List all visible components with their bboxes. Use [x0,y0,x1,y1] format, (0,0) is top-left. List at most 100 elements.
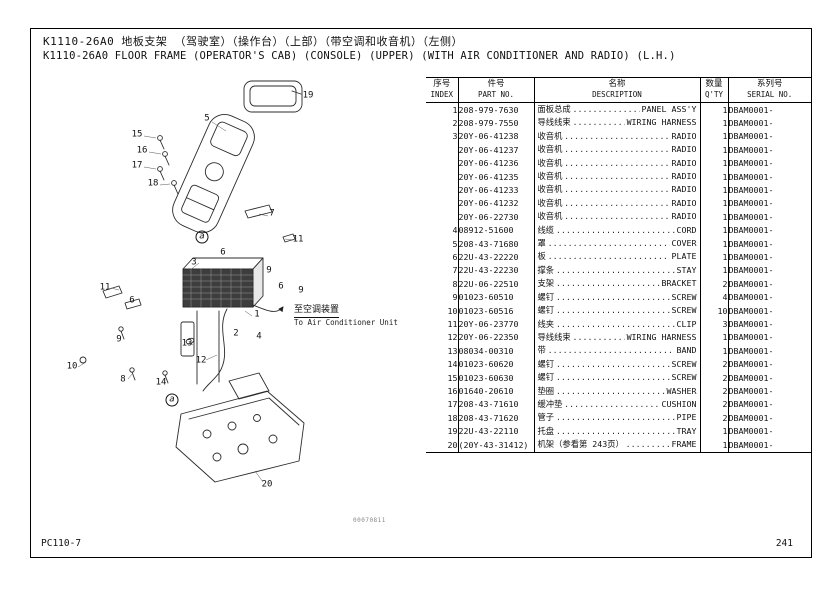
description-cn: 垫圈 [537,385,555,396]
cell-index [426,210,458,223]
cell-description: 面板总成 PANEL ASS'Y [533,102,700,117]
description-en: SCREW [671,358,697,369]
header-serial-en: SERIAL NO. [747,90,793,99]
description-en: RADIO [671,144,697,155]
dot-leader [556,277,659,290]
callout-15: 15 [131,129,143,140]
cell-index [426,157,458,170]
dot-leader [556,358,669,371]
callout-5: 5 [204,113,210,124]
cell-part-no: (20Y-43-31412) [457,438,534,453]
description-en: RADIO [671,130,697,141]
description-en: WIRING HARNESS [626,117,697,128]
header-qty-en: Q'TY [704,90,724,99]
cell-serial: DBAM0001- [727,143,811,157]
description-en: COVER [671,238,697,249]
cell-index [426,170,458,183]
description-en: RADIO [671,157,697,168]
cell-qty: 1 [699,143,728,157]
dot-leader [573,103,640,116]
description-en: SCREW [671,372,697,383]
cell-index: 6 [452,251,458,262]
callout-2: 2 [233,328,239,339]
dot-leader [564,143,669,156]
dot-leader [556,264,674,277]
description-en: SCREW [671,305,697,316]
table-row: 14 01023-60620 螺钉 SCREW 2 DBAM0001- [426,357,811,372]
cell-index: 8 [452,278,458,289]
cell-description: 支架 BRACKET [533,277,700,291]
table-row: 15 01023-60630 螺钉 SCREW 2 DBAM0001- [426,371,811,385]
cell-serial: DBAM0001- [727,183,811,197]
cell-description: 导线线束 WIRING HARNESS [533,330,700,345]
description-cn: 管子 [537,412,555,423]
description-cn: 导线线束 [537,331,571,342]
cell-qty: 2 [699,357,728,372]
cell-serial: DBAM0001- [727,170,811,184]
description-en: RADIO [671,197,697,208]
dot-leader [564,130,669,143]
description-en: STAY [676,264,697,275]
cell-qty: 1 [699,156,728,171]
cell-part-no: 22U-43-22110 [457,424,534,439]
description-cn: 螺钉 [537,291,555,302]
callout-11: 11 [99,282,111,293]
cell-description: 线缆 CORD [533,223,700,238]
cell-description: 撑条 STAY [533,263,700,278]
header-serial-cn: 系列号 [756,79,783,89]
description-en: FRAME [671,439,697,450]
cell-index: 17 [447,399,458,410]
callout-18: 18 [147,178,159,189]
description-cn: 罩 [537,238,546,249]
cell-part-no: 08034-00310 [457,344,534,358]
cell-serial: DBAM0001- [727,397,811,412]
header-index-cn: 序号 [433,79,451,89]
cell-description: 收音机 RADIO [533,143,700,157]
description-en: CUSHION [661,398,697,409]
cell-serial: DBAM0001- [727,330,811,345]
cell-serial: DBAM0001- [727,438,811,453]
description-cn: 板 [537,251,546,262]
cell-serial: DBAM0001- [727,424,811,439]
cell-index: 12 [447,332,458,343]
table-row: 20Y-06-41236 收音机 RADIO 1 DBAM0001- [426,156,811,171]
cell-part-no: 20Y-06-41238 [457,129,534,144]
dot-leader [626,438,670,451]
header-part-cn: 件号 [487,79,505,89]
description-cn: 机架（参看第 243页） [537,439,624,450]
page-title-cn: K1110-26A0 地板支架 （驾驶室）（操作台）（上部）（带空调和收音机）（… [43,35,463,48]
header-part-no: 件号 PART NO. [457,77,534,103]
cell-description: 托盘 TRAY [533,424,700,439]
cell-qty: 1 [699,438,728,453]
description-cn: 收音机 [537,157,563,168]
dot-leader [573,331,625,344]
header-desc-cn: 名称 [608,79,626,89]
parts-table-header: 序号 INDEX 件号 PART NO. 名称 DESCRIPTION 数量 Q… [426,77,811,103]
cell-serial: DBAM0001- [727,237,811,251]
dot-leader [556,318,674,331]
callout-19: 19 [302,90,314,101]
cell-serial: DBAM0001- [727,384,811,398]
table-row: 11 20Y-06-23770 线夹 CLIP 3 DBAM0001- [426,317,811,331]
dot-leader [564,398,659,411]
cell-part-no: 22U-43-22220 [457,250,534,264]
description-en: RADIO [671,171,697,182]
table-row: 18 208-43-71620 管子 PIPE 2 DBAM0001- [426,411,811,425]
description-en: PIPE [676,412,697,423]
description-en: BRACKET [661,278,697,289]
cell-description: 罩 COVER [533,237,700,251]
cell-description: 管子 PIPE [533,411,700,425]
cell-part-no: 01640-20610 [457,384,534,398]
callout-7: 7 [269,208,275,219]
cell-description: 带 BAND [533,344,700,358]
cell-qty: 3 [699,317,728,331]
cell-part-no: 208-43-71680 [457,237,534,251]
cell-index: 16 [447,386,458,397]
description-cn: 导线线束 [537,117,571,128]
cell-qty: 1 [699,183,728,197]
air-conditioner-note-cn: 至空调装置 [294,305,340,318]
description-cn: 缓冲垫 [537,398,563,409]
cell-qty: 1 [699,196,728,211]
cell-qty: 1 [699,102,728,117]
callout-9: 9 [116,334,122,345]
